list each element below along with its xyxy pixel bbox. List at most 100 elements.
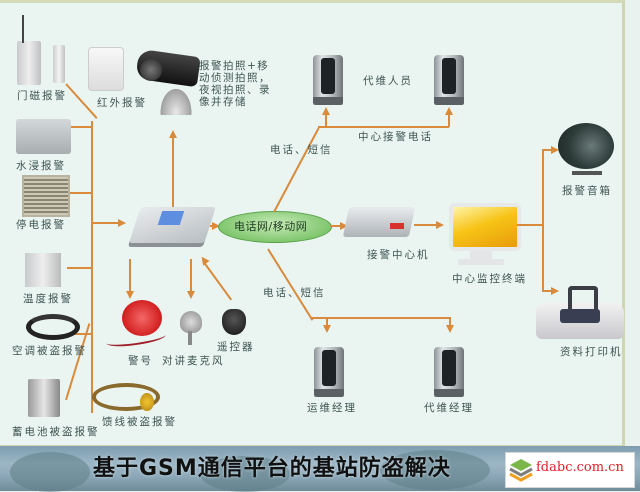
arrow-to-speaker [551, 146, 559, 154]
terminal-label: 中心监控终端 [452, 273, 527, 285]
speaker-label: 报警音箱 [562, 185, 612, 197]
bottom-phone1-image [314, 347, 344, 397]
door-sensor-image [17, 41, 41, 85]
top-phone1-image [313, 55, 343, 105]
receiver-image [342, 207, 416, 237]
camera-lens [140, 59, 162, 81]
temperature-sensor-image [25, 253, 61, 287]
door-magnet-image [53, 45, 65, 83]
water-connector [70, 126, 92, 128]
bottom-branch-bus [310, 317, 450, 319]
agent-manager-label: 代维经理 [424, 402, 474, 414]
sensor-bus-line [91, 121, 93, 413]
door-antenna [22, 15, 24, 43]
controller-screen [157, 211, 185, 225]
arrow-to-top-phone1 [322, 107, 330, 115]
temperature-connector [67, 267, 92, 269]
background-tree [380, 450, 490, 490]
diagram-panel: 门磁报警 红外报警 水浸报警 停电报警 温度报警 空调被盗报警 蓄电池被盗报警 … [0, 0, 625, 448]
camera-caption-line: 像并存储 [199, 96, 247, 108]
monitor-stand [470, 251, 492, 259]
arrow-to-printer [551, 287, 559, 295]
top-phone2-line [448, 113, 450, 127]
infrared-alarm-label: 红外报警 [97, 97, 147, 109]
background-tree [200, 456, 290, 492]
center-alarm-phone-label: 中心接警电话 [358, 131, 433, 143]
arrow-to-bottom-phone1 [323, 325, 331, 333]
top-phone2-image [434, 55, 464, 105]
feeder-cable-image [92, 383, 160, 411]
camera-caption-line: 报警拍照+移 [199, 60, 270, 72]
printer-top [568, 286, 598, 310]
output-bus [542, 149, 544, 291]
arrow-to-top-phone2 [445, 107, 453, 115]
infrared-sensor-image [88, 47, 124, 91]
receiver-label: 接警中心机 [367, 249, 430, 261]
remote-to-controller-line [202, 260, 233, 301]
siren-image [122, 300, 162, 336]
microphone-image [180, 311, 202, 333]
bus-to-controller [92, 222, 118, 224]
camera-caption-line: 夜视拍照、录 [199, 84, 271, 96]
bottom-phone1-line [326, 317, 328, 327]
arrow-to-mic [187, 291, 195, 299]
printer-label: 资料打印机 [560, 346, 623, 358]
background-tree [10, 452, 90, 492]
controller-to-siren-line [129, 259, 131, 291]
arrow-to-controller [118, 219, 126, 227]
arrow-to-camera [169, 130, 177, 138]
camera-caption-line: 动侦测拍照， [199, 72, 271, 84]
water-sensor-image [16, 119, 71, 154]
logo-icon [509, 459, 533, 482]
temperature-alarm-label: 温度报警 [23, 293, 73, 305]
logo-url-text: fdabc.com.cn [536, 460, 624, 475]
network-label: 电话网/移动网 [234, 220, 308, 233]
feeder-alarm-label: 馈线被盗报警 [102, 416, 177, 428]
controller-to-mic-line [190, 259, 192, 291]
microphone-handle [188, 331, 192, 345]
bus-to-speaker-line [542, 149, 552, 151]
speaker-image [558, 123, 614, 169]
printer-panel [560, 309, 600, 323]
monitor-base [458, 259, 504, 265]
power-sensor-image [22, 175, 70, 217]
siren-wire [105, 328, 167, 350]
top-link-label: 电话、短信 [270, 144, 333, 156]
remote-label: 遥控器 [217, 341, 255, 353]
feeder-connector-image [140, 393, 154, 411]
speaker-stand [572, 171, 602, 175]
receiver-terminals [390, 223, 404, 229]
bottom-phone2-line [449, 317, 451, 327]
arrow-to-network [212, 222, 220, 230]
bottom-phone2-image [434, 347, 464, 397]
top-phone1-line [325, 113, 327, 127]
om-manager-label: 运维经理 [307, 402, 357, 414]
site-logo[interactable]: fdabc.com.cn [505, 452, 635, 488]
aircon-alarm-label: 空调被盗报警 [12, 345, 87, 357]
controller-to-camera-line [172, 138, 174, 207]
monitor-image [449, 203, 521, 251]
aircon-connector [70, 333, 92, 335]
arrow-to-siren [126, 291, 134, 299]
power-alarm-label: 停电报警 [16, 219, 66, 231]
top-branch-bus [318, 126, 449, 128]
battery-sensor-image [28, 379, 60, 417]
arrow-to-bottom-phone2 [446, 325, 454, 333]
camera-mount [158, 85, 194, 115]
arrow-to-terminal [436, 221, 444, 229]
bus-to-printer-line [542, 290, 552, 292]
page-title: 基于GSM通信平台的基站防盗解决 [93, 456, 451, 481]
camera-caption: 报警拍照+移 动侦测拍照， 夜视拍照、录 像并存储 [199, 60, 271, 108]
arrow-from-remote [198, 254, 210, 266]
microphone-label: 对讲麦克风 [162, 355, 225, 367]
terminal-to-output-line [517, 224, 543, 226]
battery-alarm-label: 蓄电池被盗报警 [12, 426, 100, 438]
maintenance-staff-label: 代维人员 [363, 75, 413, 87]
network-to-top-branch-line [273, 127, 320, 213]
receiver-to-terminal-line [414, 224, 436, 226]
power-connector [68, 192, 92, 194]
remote-image [222, 309, 246, 335]
bottom-link-label: 电话、短信 [263, 287, 326, 299]
water-alarm-label: 水浸报警 [16, 160, 66, 172]
aircon-cable-image [26, 314, 80, 340]
